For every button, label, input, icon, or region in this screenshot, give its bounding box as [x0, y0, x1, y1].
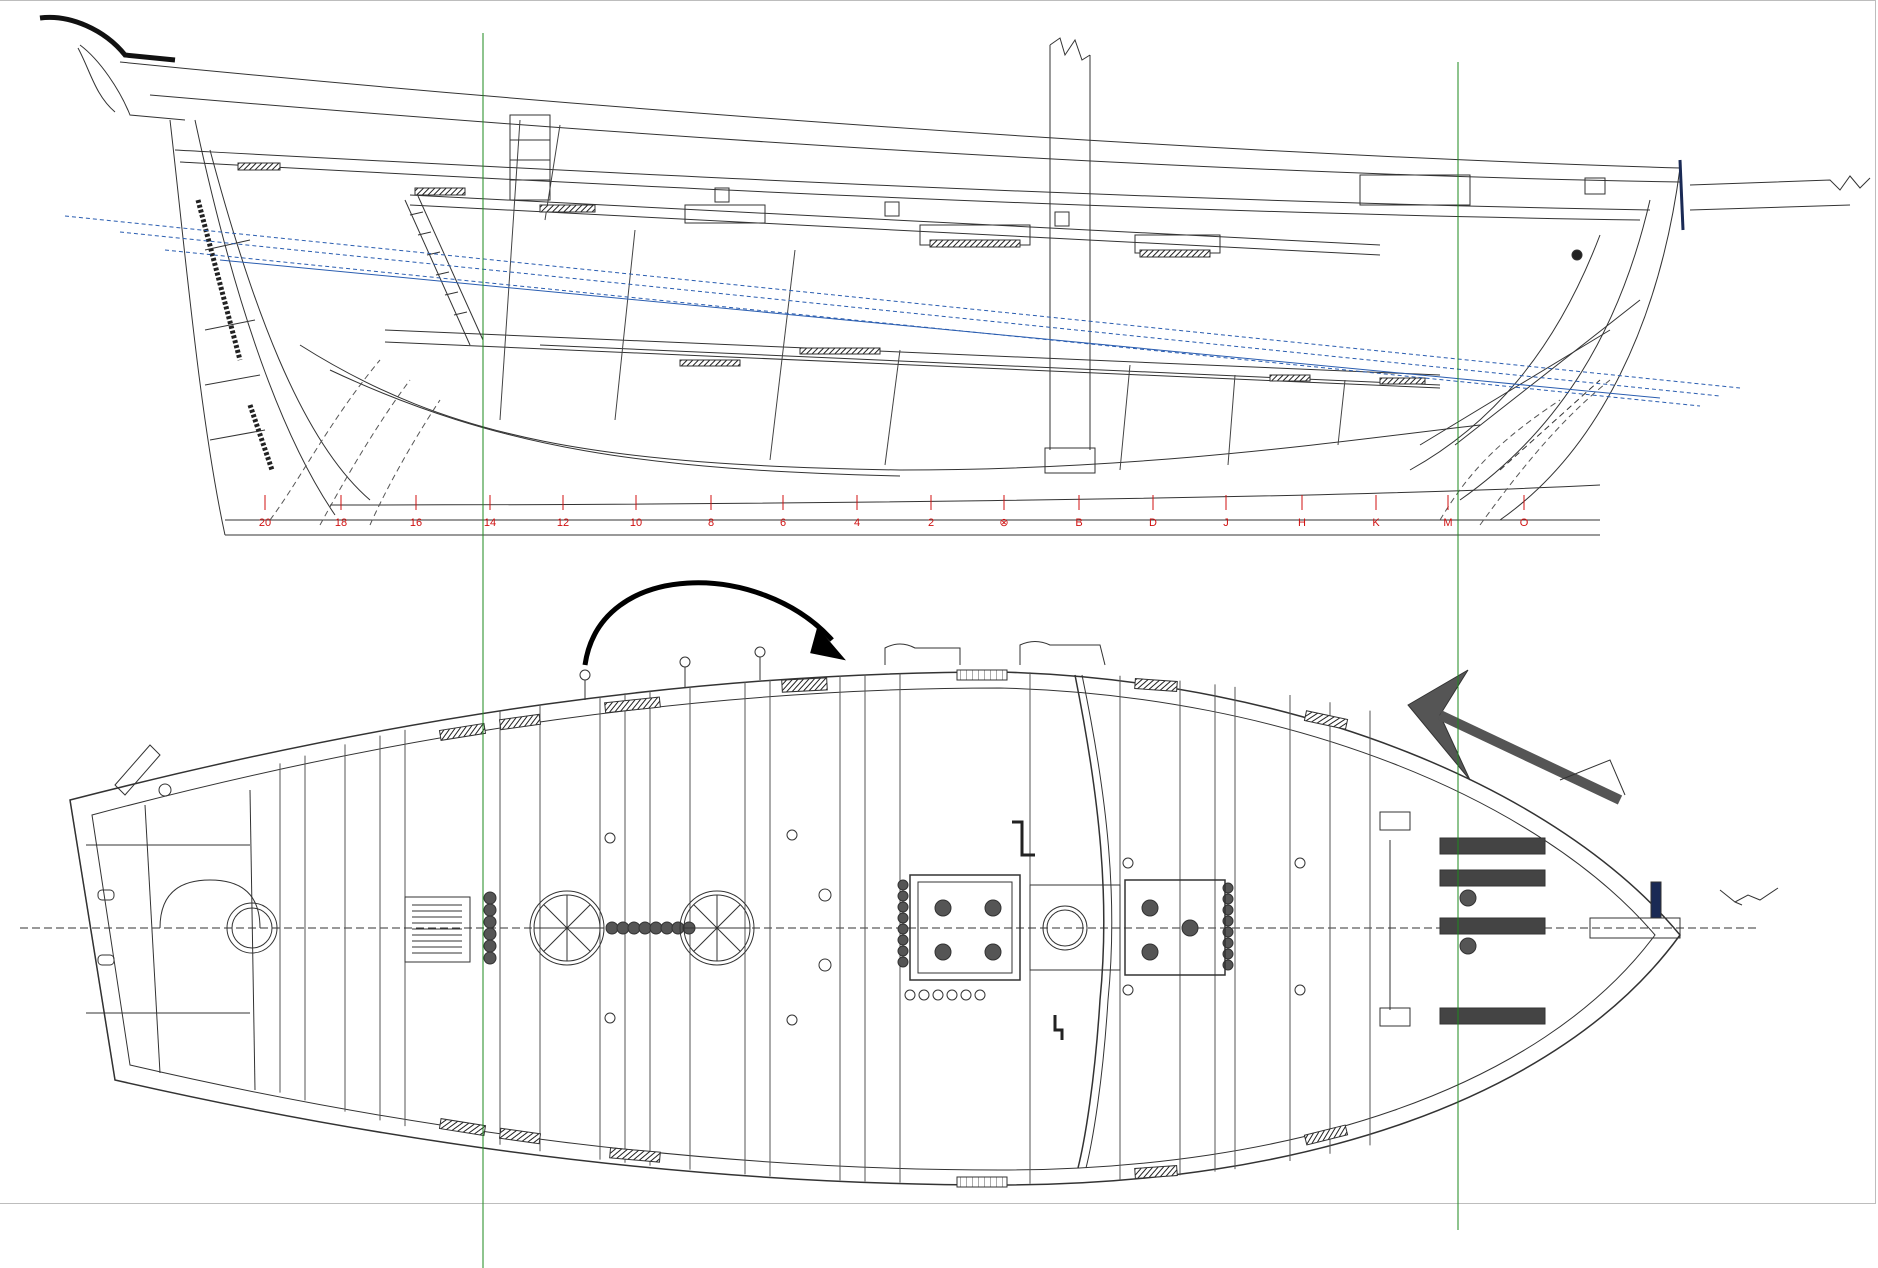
bitt — [616, 921, 630, 935]
bitt-row — [483, 879, 1234, 1001]
bitt — [897, 945, 909, 957]
bitt — [483, 915, 497, 929]
bitt — [897, 956, 909, 968]
chain-link — [946, 989, 958, 1001]
bitt — [649, 921, 663, 935]
bitt — [897, 923, 909, 935]
capstan-spoke — [716, 904, 741, 929]
capstan-spoke — [566, 904, 591, 929]
station-label: 18 — [335, 517, 347, 529]
station-label: O — [1520, 517, 1529, 529]
profile-frames — [499, 119, 1346, 471]
station-label: 8 — [708, 517, 714, 529]
chain-link — [918, 989, 930, 1001]
scupper-blocks — [438, 669, 1349, 1188]
waterlines — [64, 215, 1741, 407]
chain-link — [960, 989, 972, 1001]
bitt — [483, 951, 497, 965]
bitt — [897, 912, 909, 924]
bitt — [483, 903, 497, 917]
bow-head-ornament — [39, 14, 176, 63]
station-label: H — [1298, 517, 1306, 529]
capstan-spoke — [543, 927, 568, 952]
hatch-grating-icon — [404, 896, 471, 963]
station-label: D — [1149, 517, 1157, 529]
capstan-spoke — [716, 927, 741, 952]
bitt — [897, 934, 909, 946]
chain-link — [974, 989, 986, 1001]
bitt — [897, 879, 909, 891]
anchor-icon — [1407, 669, 1626, 805]
bitt — [605, 921, 619, 935]
sheer-line — [119, 61, 1681, 169]
station-label: 20 — [259, 517, 271, 529]
deck-fittings — [604, 829, 1306, 1026]
station-label: 2 — [928, 517, 934, 529]
bitt — [483, 939, 497, 953]
bitt — [627, 921, 641, 935]
station-label: J — [1223, 517, 1229, 529]
station-label: 14 — [484, 517, 496, 529]
bitt — [897, 890, 909, 902]
ladder — [404, 195, 484, 346]
bitt — [660, 921, 674, 935]
capstan-spoke — [693, 904, 718, 929]
chain-link — [904, 989, 916, 1001]
capstan-spoke — [693, 927, 718, 952]
deck-plan-view — [20, 641, 1779, 1188]
seagull-icon — [1719, 887, 1779, 906]
main-hatch — [909, 874, 1226, 981]
curved-arrow-icon — [582, 580, 846, 666]
station-label: ⊗ — [999, 517, 1008, 529]
station-label: 4 — [854, 517, 860, 529]
station-label: M — [1443, 517, 1452, 529]
stem-line — [169, 119, 226, 536]
rail-cleats — [579, 641, 1106, 700]
windlass-gear — [1379, 811, 1681, 1027]
stern-line — [1499, 167, 1681, 521]
station-label: 16 — [410, 517, 422, 529]
station-labels: 20 18 16 14 12 10 8 6 4 2 ⊗ B D J H K M O — [259, 517, 1529, 529]
station-label: 6 — [780, 517, 786, 529]
profile-view: 20 18 16 14 12 10 8 6 4 2 ⊗ B D J H K M O — [39, 14, 1871, 536]
drawing-frame — [0, 0, 1876, 1204]
bitt — [483, 891, 497, 905]
capstan-spoke — [543, 904, 568, 929]
bitt — [483, 927, 497, 941]
station-label: 12 — [557, 517, 569, 529]
bitt — [897, 901, 909, 913]
station-ticks — [264, 495, 1525, 510]
station-label: K — [1372, 517, 1380, 529]
station-guides — [482, 33, 1459, 1268]
mast-stump — [1044, 37, 1096, 474]
station-label: 10 — [630, 517, 642, 529]
chain-link — [932, 989, 944, 1001]
bitt — [671, 921, 685, 935]
bitt — [638, 921, 652, 935]
capstan-spoke — [566, 927, 591, 952]
capstan-wheel-icon — [529, 890, 755, 966]
station-label: B — [1075, 517, 1082, 529]
